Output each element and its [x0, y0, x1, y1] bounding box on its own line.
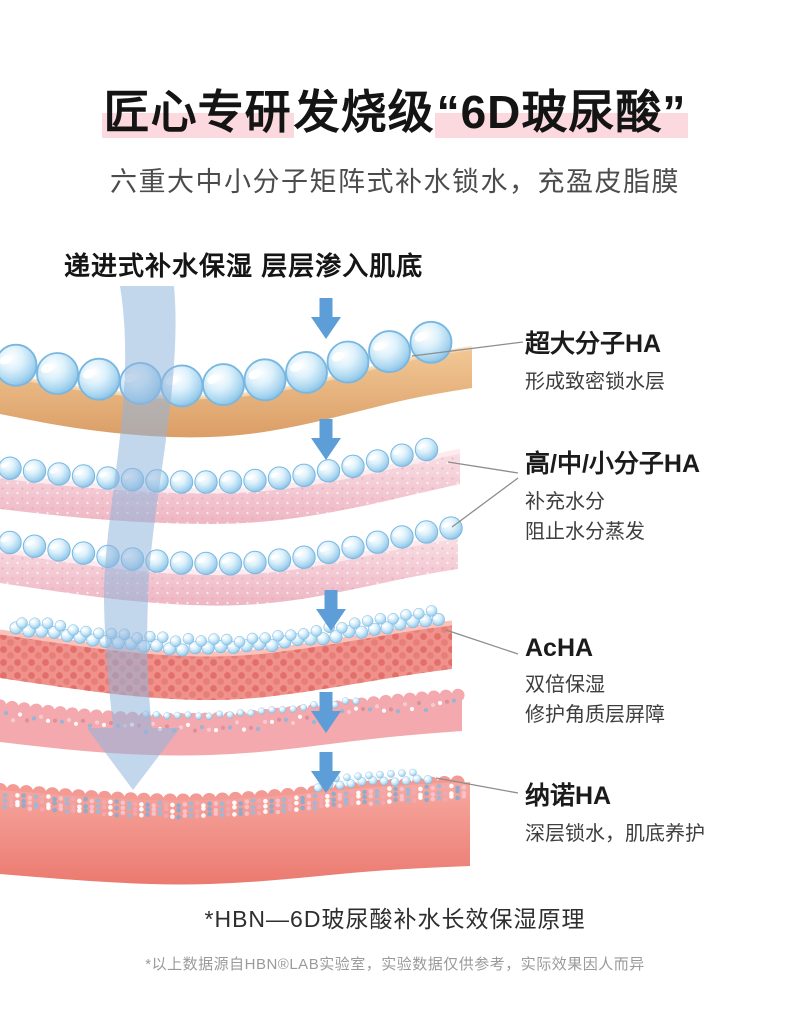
annotation-title: 纳诺HA — [525, 782, 612, 810]
subtitle: 六重大中小分子矩阵式补水锁水，充盈皮脂膜 — [110, 167, 680, 197]
annotation-title: 高/中/小分子HA — [525, 450, 701, 478]
connector-line — [451, 477, 519, 528]
annotation-super-large-ha: 超大分子HA 形成致密锁水层 — [525, 324, 665, 397]
title-plain: 发烧级 — [293, 86, 435, 138]
annotation-nano-ha: 纳诺HA 深层锁水，肌底养护 — [525, 776, 705, 849]
connector-line — [411, 341, 524, 357]
connector-line — [447, 461, 519, 474]
annotation-line: 修护角质层屏障 — [525, 704, 665, 726]
annotation-line: 双倍保湿 — [525, 674, 605, 696]
annotation-multi-molecule-ha: 高/中/小分子HA 补充水分 阻止水分蒸发 — [525, 444, 700, 547]
connector-line — [445, 629, 519, 655]
annotation-line: 补充水分 — [525, 491, 605, 513]
annotation-line: 深层锁水，肌底养护 — [525, 823, 705, 845]
annotation-connector-lines — [411, 341, 524, 794]
footer-note: *HBN—6D玻尿酸补水长效保湿原理 — [204, 906, 586, 932]
page-title: 匠心专研发烧级“6D玻尿酸” — [0, 76, 790, 142]
title-highlight-1: 匠心专研 — [101, 86, 294, 138]
section-header: 递进式补水保湿 层层渗入肌底 — [64, 251, 424, 281]
skin-layers-illustration — [0, 286, 524, 885]
disclaimer-text: *以上数据源自HBN®LAB实验室，实验数据仅供参考，实际效果因人而异 — [145, 956, 645, 973]
penetration-flow-arrow-icon — [87, 286, 180, 790]
annotation-line: 形成致密锁水层 — [525, 371, 665, 393]
title-highlight-2: “6D玻尿酸” — [434, 86, 689, 138]
annotation-line: 阻止水分蒸发 — [525, 521, 645, 543]
texture-dots — [2, 698, 467, 820]
down-arrow-icon — [311, 419, 341, 460]
down-arrow-icon — [311, 298, 341, 339]
annotation-acha: AcHA 双倍保湿 修护角质层屏障 — [525, 634, 665, 730]
annotation-title: 超大分子HA — [525, 330, 662, 358]
connector-line — [435, 777, 519, 794]
annotation-title: AcHA — [525, 634, 594, 662]
